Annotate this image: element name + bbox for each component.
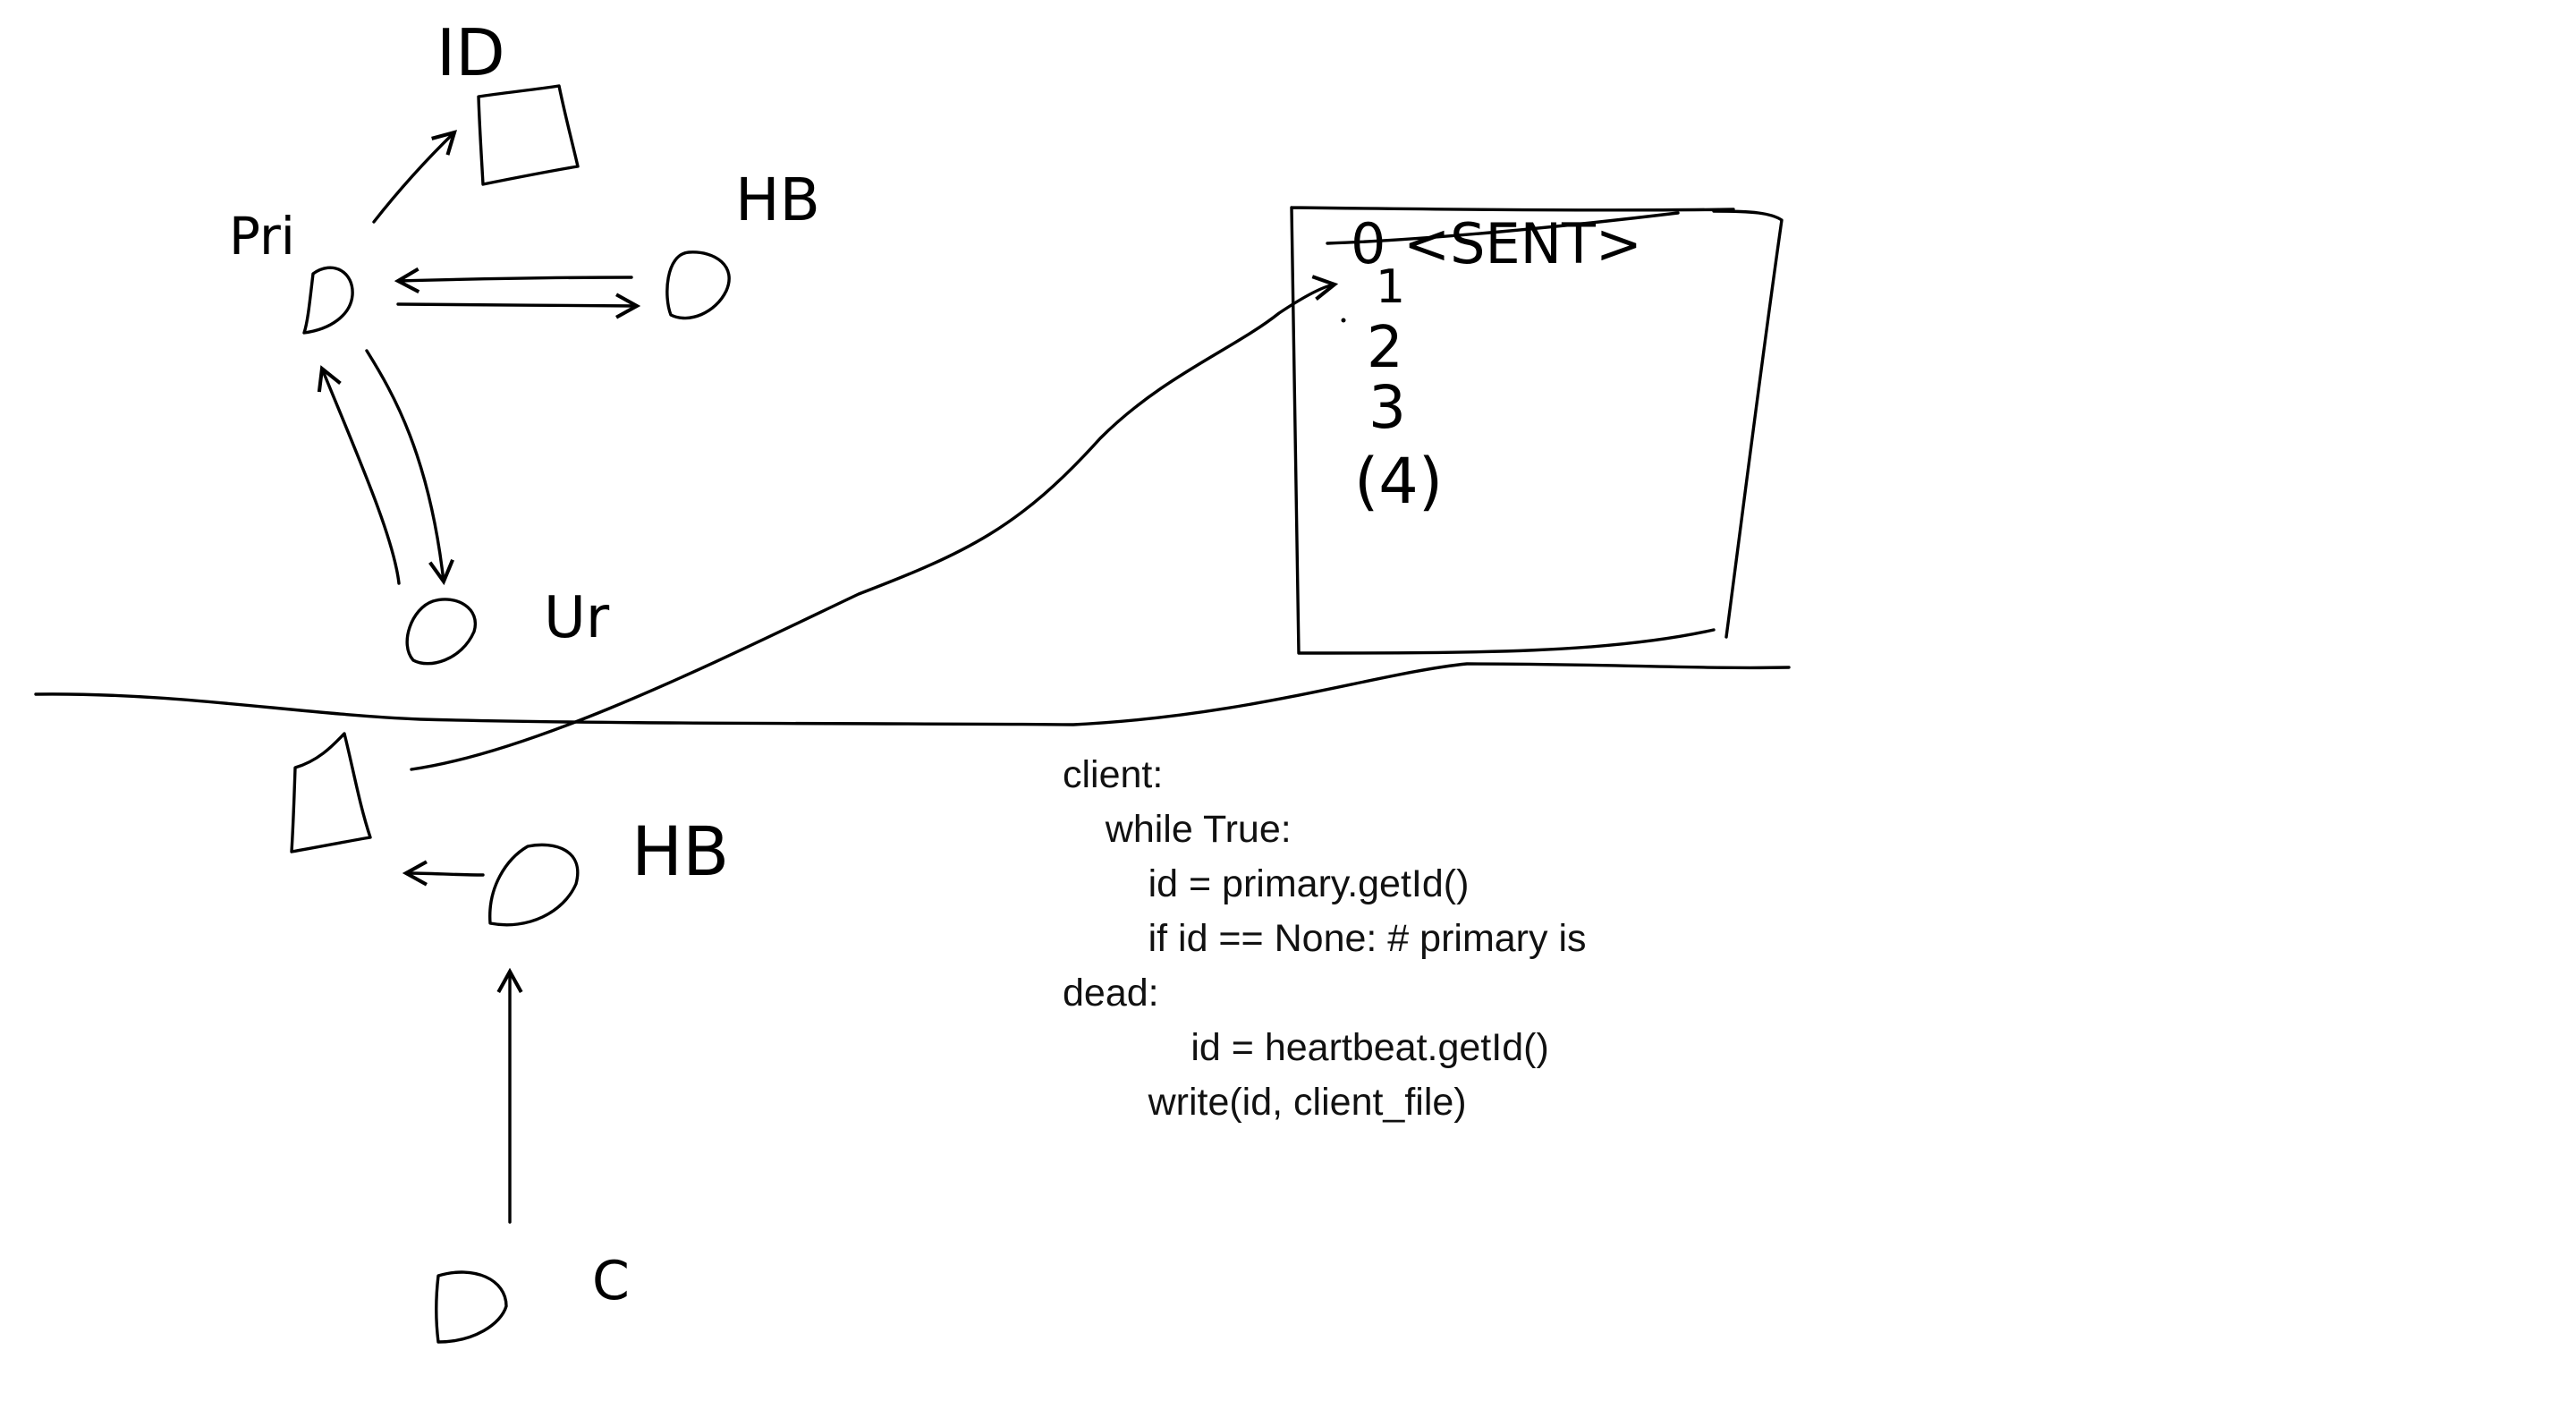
log-entry-4: (4) (1354, 445, 1443, 518)
replica-label: Ur (544, 585, 610, 651)
log-dot (1341, 318, 1346, 323)
code-line: write(id, client_file) (1063, 1081, 1467, 1124)
arrow-hb-to-pri (394, 267, 633, 293)
primary-label: Pri (229, 206, 295, 267)
arrow-pri-to-ur (365, 349, 454, 586)
log-entry-3: 3 (1368, 373, 1406, 442)
arrow-pri-to-hb (396, 293, 641, 319)
heartbeat-node-bottom (488, 843, 580, 927)
code-line: if id == None: # primary is (1063, 917, 1587, 960)
heartbeat-label-top: HB (735, 166, 820, 234)
replica-node (405, 598, 478, 666)
arrow-client-file-to-log (410, 275, 1339, 771)
primary-node (302, 266, 354, 335)
log-box (1290, 206, 1784, 655)
heartbeat-label-bottom: HB (631, 811, 729, 891)
arrow-ur-to-pri (317, 365, 401, 585)
heartbeat-node-top (665, 250, 731, 320)
id-store-box (477, 84, 580, 186)
log-entry-1: 1 (1376, 260, 1405, 314)
log-header-strike (1326, 211, 1680, 245)
client-file-box (290, 732, 372, 853)
client-label: C (592, 1250, 630, 1312)
code-line: id = primary.getId() (1063, 862, 1470, 905)
arrow-hb-to-client-file (402, 860, 485, 887)
client-node (434, 1270, 508, 1344)
network-separator-line (34, 662, 1791, 726)
id-label: ID (436, 15, 505, 90)
arrow-pri-to-id (372, 130, 458, 224)
client-pseudocode: client: while True: id = primary.getId()… (1063, 748, 1707, 1130)
code-line: while True: (1063, 808, 1292, 851)
code-line: id = heartbeat.getId() (1063, 1026, 1549, 1069)
code-line: client: (1063, 753, 1164, 796)
log-entry-2: 2 (1367, 315, 1403, 381)
code-line: dead: (1063, 972, 1159, 1015)
